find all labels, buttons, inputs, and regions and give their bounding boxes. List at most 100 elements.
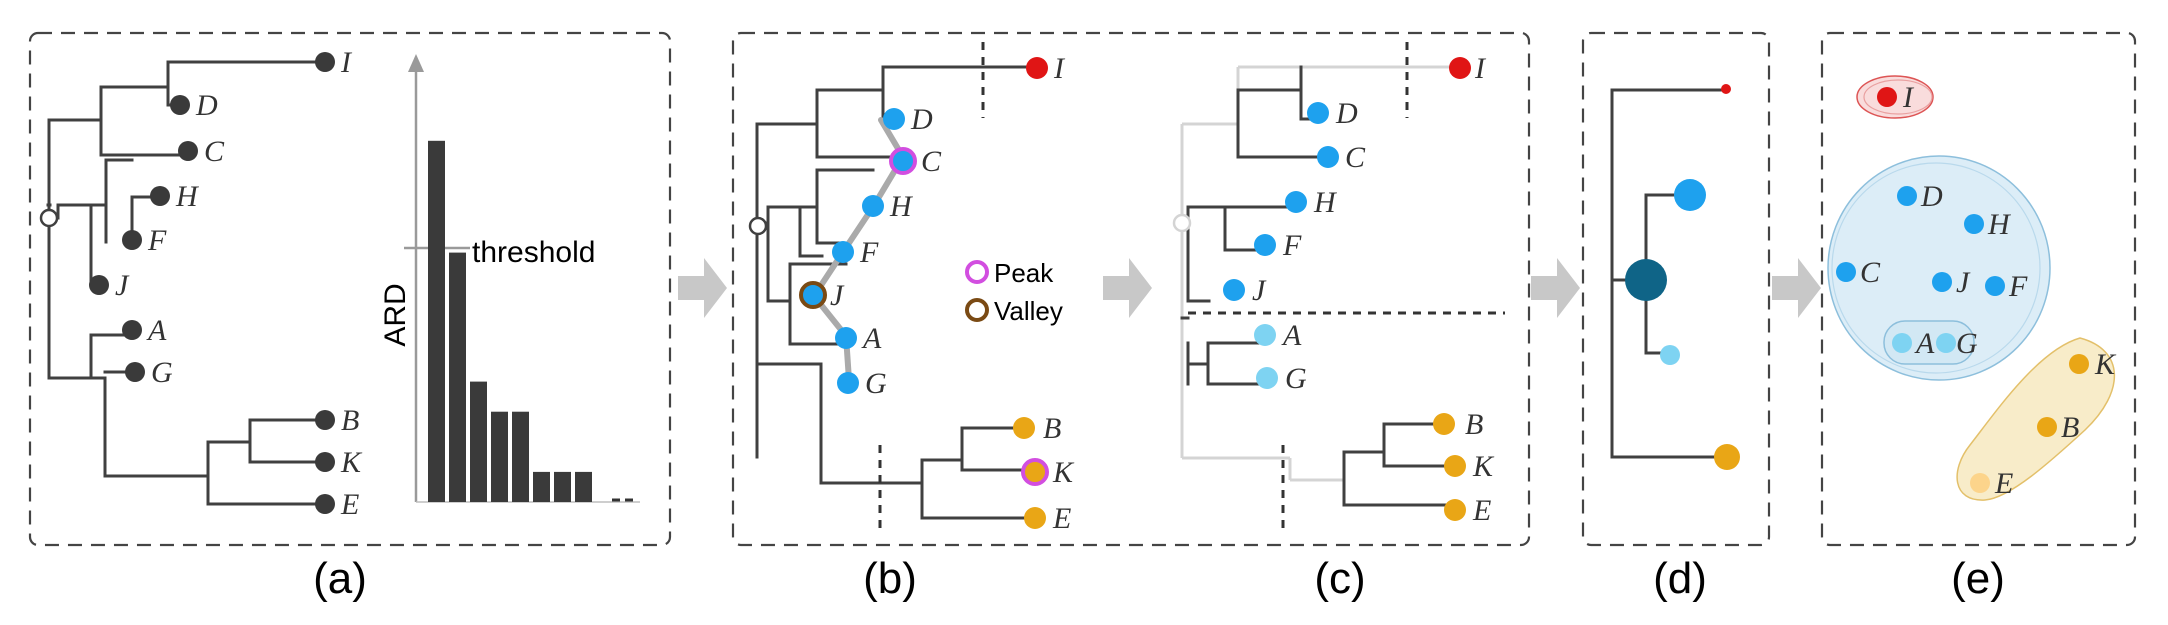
cluster-region-blue: [1827, 155, 2051, 381]
panel-a-caption: (a): [313, 554, 367, 603]
cluster-node-light-blue: [1660, 345, 1680, 365]
point-K: [2069, 354, 2089, 374]
cluster-node-red: [1721, 84, 1731, 94]
leaf-node-K: [315, 452, 335, 472]
arrow-right-icon: [1103, 258, 1152, 318]
leaf-label: C: [1345, 141, 1366, 174]
panel-bc-frame: [731, 31, 1531, 547]
panel-d-caption: (d): [1653, 554, 1707, 603]
leaf-label: F: [147, 224, 167, 257]
ard-bar: [470, 381, 487, 502]
panel-e-caption: (e): [1951, 554, 2005, 603]
leaf-label: G: [1285, 362, 1307, 395]
peak-marker: [1021, 458, 1049, 486]
leaf-node-E: [1024, 507, 1046, 529]
leaf-node-D: [1307, 102, 1329, 124]
point-label: I: [1902, 81, 1915, 114]
point-E: [1970, 473, 1990, 493]
leaf-node-A: [122, 320, 142, 340]
cluster-node-orange: [1714, 444, 1740, 470]
leaf-label: I: [1474, 52, 1487, 85]
panel-e-clusters: I D H C J F A G K B E: [1827, 75, 2117, 501]
leaf-label: E: [1472, 494, 1491, 527]
leaf-node-I: [1026, 57, 1048, 79]
leaf-label: H: [1313, 186, 1338, 219]
leaf-label: A: [1281, 319, 1302, 352]
point-I: [1877, 87, 1897, 107]
point-C: [1836, 262, 1856, 282]
peak-valley-legend: Peak Valley: [965, 258, 1063, 326]
leaf-label: C: [921, 145, 942, 178]
cluster-region-orange: [1956, 337, 2116, 501]
leaf-node-J: [1223, 279, 1245, 301]
root-node: [1172, 213, 1192, 233]
leaf-label: I: [1053, 52, 1066, 85]
leaf-node-K: [1444, 455, 1466, 477]
point-label: H: [1987, 208, 2012, 241]
point-B: [2037, 417, 2057, 437]
ard-bar: [575, 471, 592, 502]
ard-bar: [449, 252, 466, 502]
leaf-node-D: [170, 95, 190, 115]
leaf-node-H: [862, 195, 884, 217]
leaf-label: F: [859, 236, 879, 269]
panel-c-caption: (c): [1314, 554, 1365, 603]
leaf-label: J: [115, 269, 130, 302]
leaf-node-E: [315, 494, 335, 514]
point-label: D: [1920, 180, 1943, 213]
leaf-node-F: [1254, 234, 1276, 256]
point-label: A: [1914, 327, 1935, 360]
panel-c-dendrogram: I D C H F J A G B K E: [1172, 42, 1505, 528]
peak-legend-icon: [965, 260, 989, 284]
tree-branches: [1180, 65, 1455, 507]
arrow-right-icon: [1772, 258, 1821, 318]
leaf-node-H: [150, 186, 170, 206]
point-F: [1985, 276, 2005, 296]
leaf-node-C: [892, 150, 914, 172]
panel-b-caption: (b): [863, 554, 917, 603]
leaf-label: B: [1043, 412, 1061, 445]
cluster-region-red-inner: [1863, 79, 1933, 115]
leaf-label: F: [1282, 229, 1302, 262]
leaf-label: I: [340, 46, 353, 79]
leaf-node-I: [315, 52, 335, 72]
leaf-node-C: [178, 141, 198, 161]
leaf-label: A: [861, 322, 882, 355]
cluster-region-light-blue: [1883, 320, 1975, 365]
tree-branches-faded: [1180, 65, 1453, 482]
leaf-node-I: [1449, 57, 1471, 79]
leaf-node-B: [1433, 413, 1455, 435]
leaf-label: G: [151, 356, 173, 389]
point-label: E: [1994, 467, 2013, 500]
valley-legend-icon: [965, 298, 989, 322]
point-label: G: [1956, 327, 1978, 360]
leaf-label: E: [340, 488, 359, 521]
leaf-label: D: [195, 89, 218, 122]
leaf-label: A: [146, 314, 167, 347]
legend-valley-label: Valley: [994, 296, 1063, 326]
point-label: B: [2061, 411, 2079, 444]
panel-b-dendrogram: I D C H F J A G B K E: [748, 42, 1075, 535]
leaf-node-E: [1444, 499, 1466, 521]
ard-bar: [533, 471, 550, 502]
leaf-label: D: [1335, 97, 1358, 130]
leaf-label: K: [340, 446, 363, 479]
point-A: [1892, 333, 1912, 353]
leaf-label: G: [865, 367, 887, 400]
arrow-right-icon: [678, 258, 727, 318]
arrow-right-icon: [1531, 258, 1580, 318]
panel-d-collapsed-tree: [1610, 84, 1740, 470]
leaf-label: D: [910, 103, 933, 136]
peak-marker: [889, 147, 917, 175]
leaf-node-K: [1024, 461, 1046, 483]
leaf-label: C: [204, 135, 225, 168]
leaf-node-B: [1013, 417, 1035, 439]
leaf-node-H: [1285, 191, 1307, 213]
ard-bar-chart: threshold ARD: [379, 54, 640, 503]
panel-a-dendrogram: I D C H F J A G B K E: [39, 46, 363, 521]
leaf-label: K: [1052, 456, 1075, 489]
cluster-region-blue-inner: [1831, 162, 2041, 374]
leaf-node-D: [883, 108, 905, 130]
cluster-node-blue: [1674, 179, 1706, 211]
